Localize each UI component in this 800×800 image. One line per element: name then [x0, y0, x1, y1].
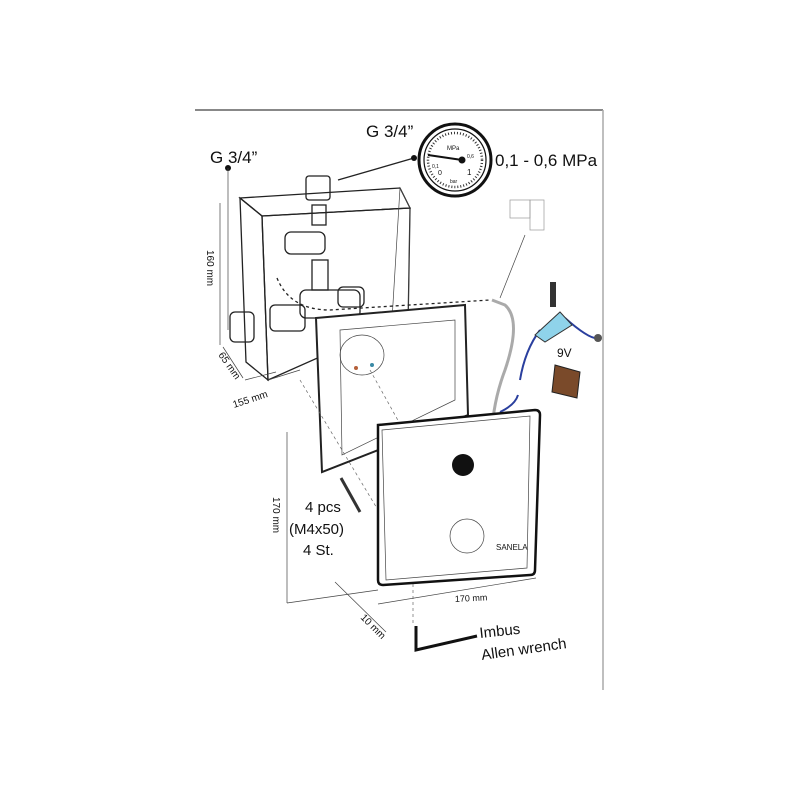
plate-width-label: 170 mm: [455, 592, 488, 604]
gauge-dot: [411, 155, 417, 161]
gauge-unit: MPa: [447, 146, 460, 152]
sensor-window: [452, 454, 474, 476]
plate-height-label: 170 mm: [270, 497, 281, 533]
gauge-tick-max: 1: [467, 168, 472, 177]
valve-leader: [499, 234, 526, 299]
connector-plug: [594, 334, 602, 342]
battery-holder: [534, 311, 573, 343]
tool-label-de: Imbus: [479, 621, 521, 642]
mounting-frame: [314, 303, 470, 474]
box-depth-label: 65 mm: [216, 350, 243, 381]
plate-width-dim: [377, 577, 537, 605]
pressure-gauge: MPa 0,1 0 0,6 1 bar: [417, 122, 493, 198]
screws-count-de: 4 St.: [303, 542, 334, 559]
solenoid-valve-module: [509, 199, 545, 231]
screws-size: (M4x50): [289, 521, 344, 538]
allen-wrench-icon: [414, 626, 478, 652]
pressure-range-label: 0,1 - 0,6 MPa: [495, 151, 598, 170]
box-height-label: 160 mm: [204, 250, 215, 286]
box-width-label: 155 mm: [232, 389, 270, 411]
battery-label: 9V: [557, 346, 572, 360]
gauge-tick-low: 0,1: [432, 164, 439, 170]
box-depth-dim: [222, 346, 244, 379]
box-width-dim: [244, 371, 277, 381]
gauge-unit-bar: bar: [450, 179, 458, 185]
battery-clip-cable: [564, 317, 599, 340]
gauge-tick-zero: 0: [438, 170, 442, 177]
cover-plate: SANELA: [376, 408, 542, 587]
plate-depth-label: 10 mm: [358, 612, 387, 641]
extension-line: [286, 589, 379, 604]
screw-icon: [339, 477, 362, 513]
mounting-box: [229, 175, 412, 382]
flush-button[interactable]: [449, 518, 485, 554]
battery-clip: [550, 282, 556, 307]
inlet-thread-label: G 3/4”: [210, 148, 258, 167]
brand-logo: SANELA: [496, 543, 528, 552]
plate-depth-dim: [334, 581, 387, 633]
battery-icon: [551, 364, 581, 399]
gauge-tick-mid: 0,6: [467, 154, 474, 160]
screws-count: 4 pcs: [305, 499, 341, 516]
gauge-thread-label: G 3/4”: [366, 122, 414, 141]
gauge-leader: [337, 157, 415, 181]
valve-cable-dashed: [276, 277, 491, 311]
